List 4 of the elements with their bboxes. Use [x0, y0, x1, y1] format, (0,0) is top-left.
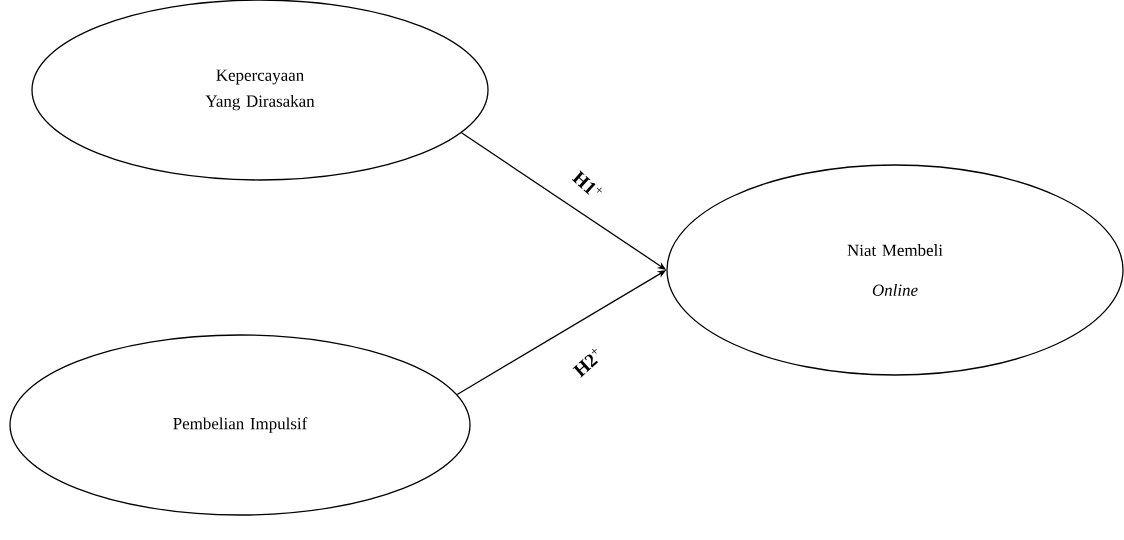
- edge-label: H2$^{+}$: [572, 348, 598, 378]
- ellipse-node: Niat Membeli Online: [666, 164, 1124, 376]
- ellipse-node: Pembelian Impulsif: [9, 334, 471, 516]
- edge-label: H1$^{+}$: [571, 170, 602, 195]
